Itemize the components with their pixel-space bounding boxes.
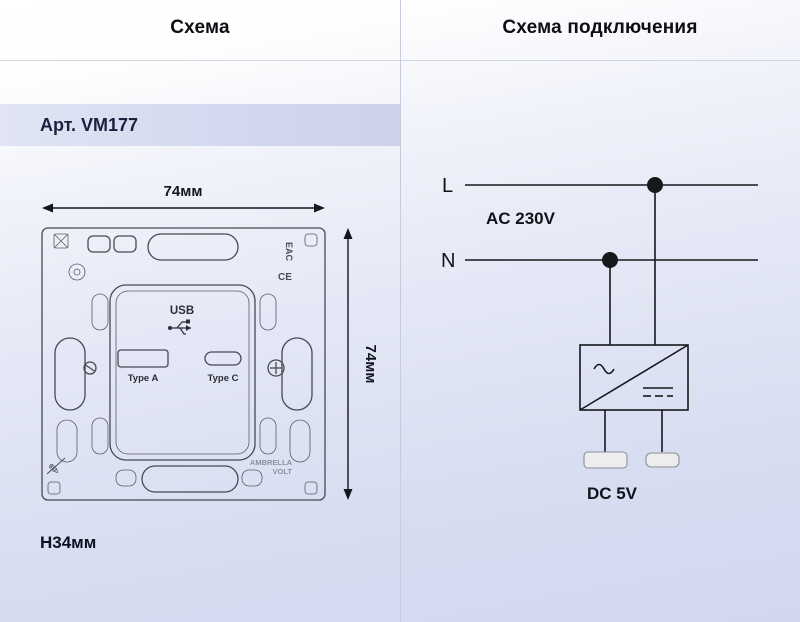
usb-trident-icon bbox=[168, 319, 191, 335]
type-a-label: Type A bbox=[128, 373, 159, 384]
arrowhead-right-icon bbox=[314, 203, 325, 213]
dimension-height-label: 74мм bbox=[362, 345, 379, 384]
bottom-slot-small bbox=[241, 469, 263, 487]
article-band: Арт. VM177 bbox=[0, 104, 400, 146]
brand-mark: AMBRELLA VOLT bbox=[250, 458, 293, 476]
top-slot-small bbox=[87, 235, 111, 253]
arrowhead-down-icon bbox=[343, 489, 353, 500]
screw-right-icon bbox=[267, 359, 285, 377]
side-slot bbox=[91, 417, 109, 455]
arrowhead-up-icon bbox=[343, 228, 353, 239]
ac-voltage-label: AC 230V bbox=[486, 209, 556, 228]
arrowhead-left-icon bbox=[42, 203, 53, 213]
left-column-title: Схема bbox=[170, 17, 230, 38]
type-c-label: Type C bbox=[208, 373, 239, 384]
usb-type-c-port bbox=[204, 351, 242, 366]
module-inner-outline bbox=[115, 290, 250, 455]
module-outline bbox=[109, 284, 256, 461]
right-column-title: Схема подключения bbox=[502, 17, 698, 38]
corner-hole bbox=[304, 233, 318, 247]
ce-mark: CE bbox=[278, 272, 292, 283]
left-claw-slot bbox=[54, 337, 86, 411]
svg-text:✎: ✎ bbox=[48, 461, 60, 477]
usb-plug-c bbox=[645, 452, 680, 468]
bottom-slot-center bbox=[141, 465, 239, 493]
eac-mark: EAC bbox=[284, 242, 294, 262]
converter-box bbox=[579, 344, 689, 411]
plate-ring-detail-inner bbox=[73, 268, 81, 276]
right-claw-slot bbox=[281, 337, 313, 411]
dimension-width-label: 74мм bbox=[164, 183, 203, 200]
side-slot bbox=[259, 293, 277, 331]
article-number: Арт. VM177 bbox=[40, 115, 139, 135]
dimension-width: 74мм bbox=[42, 183, 325, 213]
dc-symbol-icon bbox=[643, 387, 673, 397]
edge-slot bbox=[289, 419, 311, 463]
bottom-slot-small bbox=[115, 469, 137, 487]
pencil-icon: ✎ bbox=[46, 457, 66, 477]
side-slot bbox=[91, 293, 109, 331]
mounting-plate: EAC CE ✎ bbox=[41, 227, 326, 501]
plate-ring-detail bbox=[68, 263, 86, 281]
phase-label: L bbox=[442, 175, 453, 197]
plate-outline bbox=[41, 227, 326, 501]
top-slot-center bbox=[147, 233, 239, 261]
corner-hole bbox=[47, 481, 61, 495]
top-slot-small bbox=[113, 235, 137, 253]
mechanism-drawing: 74мм 74мм bbox=[41, 183, 379, 501]
wiring-diagram: L AC 230V N DC 5V bbox=[441, 175, 758, 503]
usb-type-a-port bbox=[117, 349, 169, 368]
dc-voltage-label: DC 5V bbox=[587, 484, 638, 503]
side-slot bbox=[259, 417, 277, 455]
usb-label: USB bbox=[170, 305, 194, 317]
usb-plug-a bbox=[583, 451, 628, 469]
screw-left-icon bbox=[83, 361, 97, 375]
corner-hole bbox=[304, 481, 318, 495]
dimension-height: 74мм bbox=[343, 228, 379, 500]
usb-module: USB Type A Type C bbox=[109, 284, 256, 461]
column-divider bbox=[400, 0, 401, 622]
dimension-depth-label: H34мм bbox=[40, 533, 97, 552]
converter-diagonal bbox=[579, 344, 689, 411]
no-paint-icon bbox=[53, 233, 69, 249]
brand-line1: AMBRELLA bbox=[250, 458, 293, 467]
brand-line2: VOLT bbox=[273, 467, 293, 476]
acdc-converter-symbol bbox=[579, 344, 689, 411]
ac-sine-icon bbox=[593, 363, 615, 375]
edge-slot bbox=[56, 419, 78, 463]
neutral-label: N bbox=[441, 250, 455, 272]
